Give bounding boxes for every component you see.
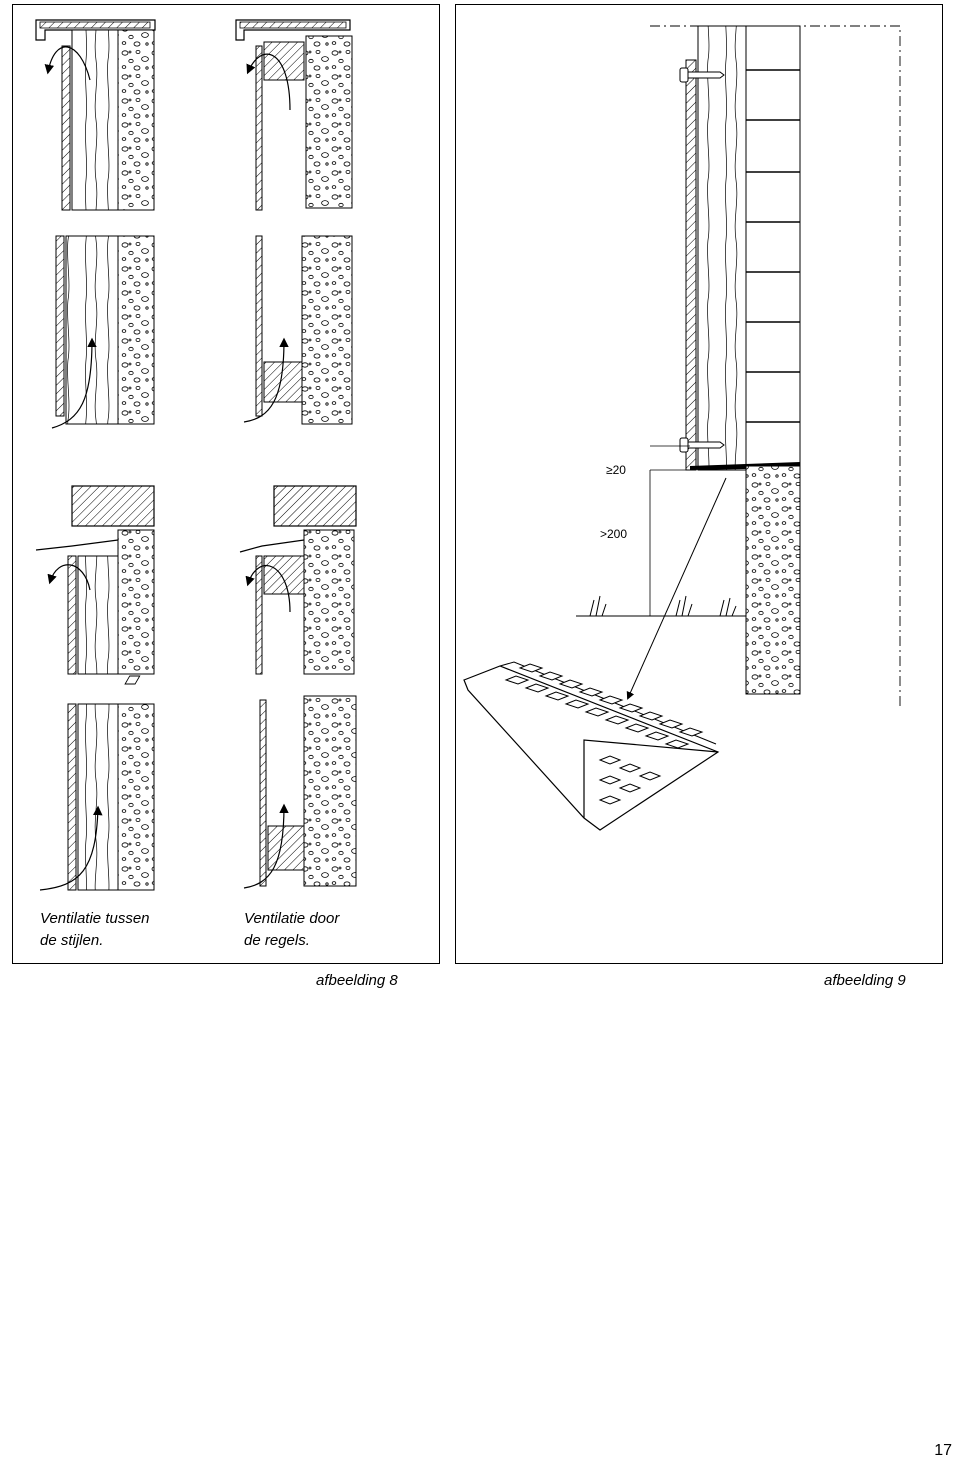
detail-stijlen-bottom [51,235,155,429]
detail-stijlen-base [39,703,155,891]
page-number: 17 [934,1442,952,1459]
detail-regels-bottom [243,235,353,425]
figure-8-label: afbeelding 8 [316,972,398,989]
caption-regels-line2: de regels. [244,932,310,949]
detail-stijlen-top [35,19,156,211]
perforation-holes [124,675,141,685]
figure-8-frame [12,4,440,964]
caption-stijlen-line2: de stijlen. [40,932,104,949]
detail-stijlen-window [35,485,155,675]
detail-regels-base [243,695,357,889]
dimension-min-20: ≥20 [606,463,626,477]
figure-9-drawing [124,25,901,831]
figure-9-label: afbeelding 9 [824,972,906,989]
caption-regels: Ventilatie door de regels. [244,908,339,952]
caption-regels-line1: Ventilatie door [244,910,340,927]
figure-9-frame [455,4,943,964]
caption-stijlen-line1: Ventilatie tussen [40,910,150,927]
dimension-min-200: >200 [600,527,627,541]
detail-regels-top [235,19,353,211]
caption-stijlen: Ventilatie tussen de stijlen. [40,908,150,952]
detail-regels-window [239,485,357,675]
